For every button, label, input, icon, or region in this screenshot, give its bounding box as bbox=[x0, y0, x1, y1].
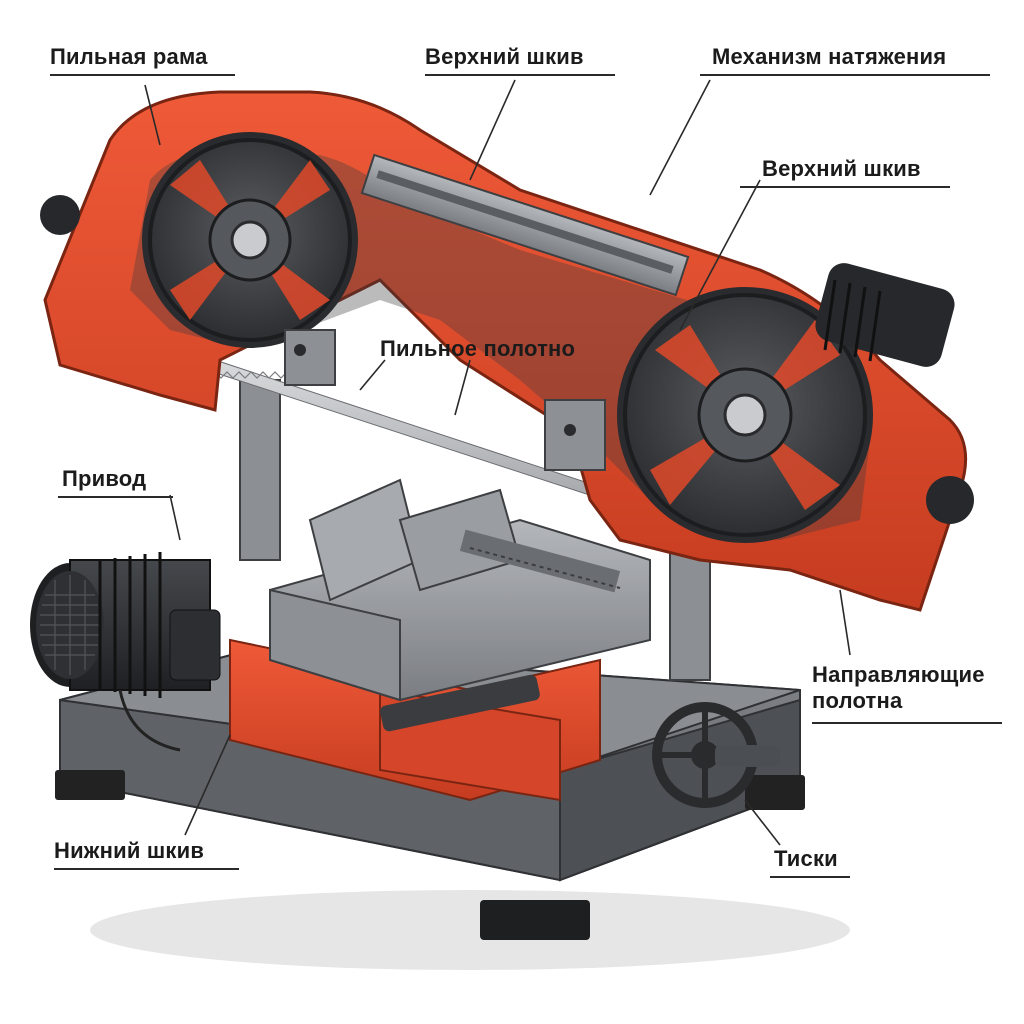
label-blade-guides: Направляющие полотна bbox=[812, 662, 1012, 714]
right-knob bbox=[926, 476, 974, 524]
label-blade-guides-underline bbox=[812, 722, 1002, 724]
label-saw-frame-underline bbox=[50, 74, 235, 76]
label-drive-underline bbox=[58, 496, 173, 498]
pivot-column bbox=[239, 379, 711, 681]
label-lower-pulley-underline bbox=[54, 868, 239, 870]
upper-pulley-left bbox=[142, 132, 358, 348]
label-lower-pulley: Нижний шкив bbox=[54, 838, 205, 863]
label-tension-mechanism-underline bbox=[700, 74, 990, 76]
label-blade-guides-line1: Направляющие bbox=[812, 662, 985, 687]
handwheel-icon bbox=[652, 702, 780, 808]
label-upper-pulley-top-underline bbox=[425, 74, 615, 76]
electric-motor-icon bbox=[30, 552, 221, 752]
label-saw-frame: Пильная рама bbox=[50, 44, 208, 69]
tension-knob bbox=[815, 263, 955, 367]
vise-lead-screw bbox=[459, 529, 621, 593]
lower-pulley-right bbox=[617, 287, 873, 543]
ground-shadow bbox=[90, 890, 850, 970]
blade-guide-left bbox=[284, 329, 336, 386]
blade-guide-right bbox=[544, 399, 606, 471]
label-upper-pulley-right-underline bbox=[740, 186, 950, 188]
vise-assembly bbox=[269, 478, 651, 732]
label-vise: Тиски bbox=[774, 846, 838, 871]
label-upper-pulley-right: Верхний шкив bbox=[762, 156, 921, 181]
label-drive: Привод bbox=[62, 466, 147, 491]
label-blade-guides-line2: полотна bbox=[812, 688, 903, 713]
label-tension-mechanism: Механизм натяжения bbox=[712, 44, 947, 69]
label-vise-underline bbox=[770, 876, 850, 878]
left-knob bbox=[40, 195, 80, 235]
label-saw-blade: Пильное полотно bbox=[380, 336, 576, 361]
leader-lines bbox=[144, 79, 851, 846]
label-upper-pulley-top: Верхний шкив bbox=[425, 44, 584, 69]
